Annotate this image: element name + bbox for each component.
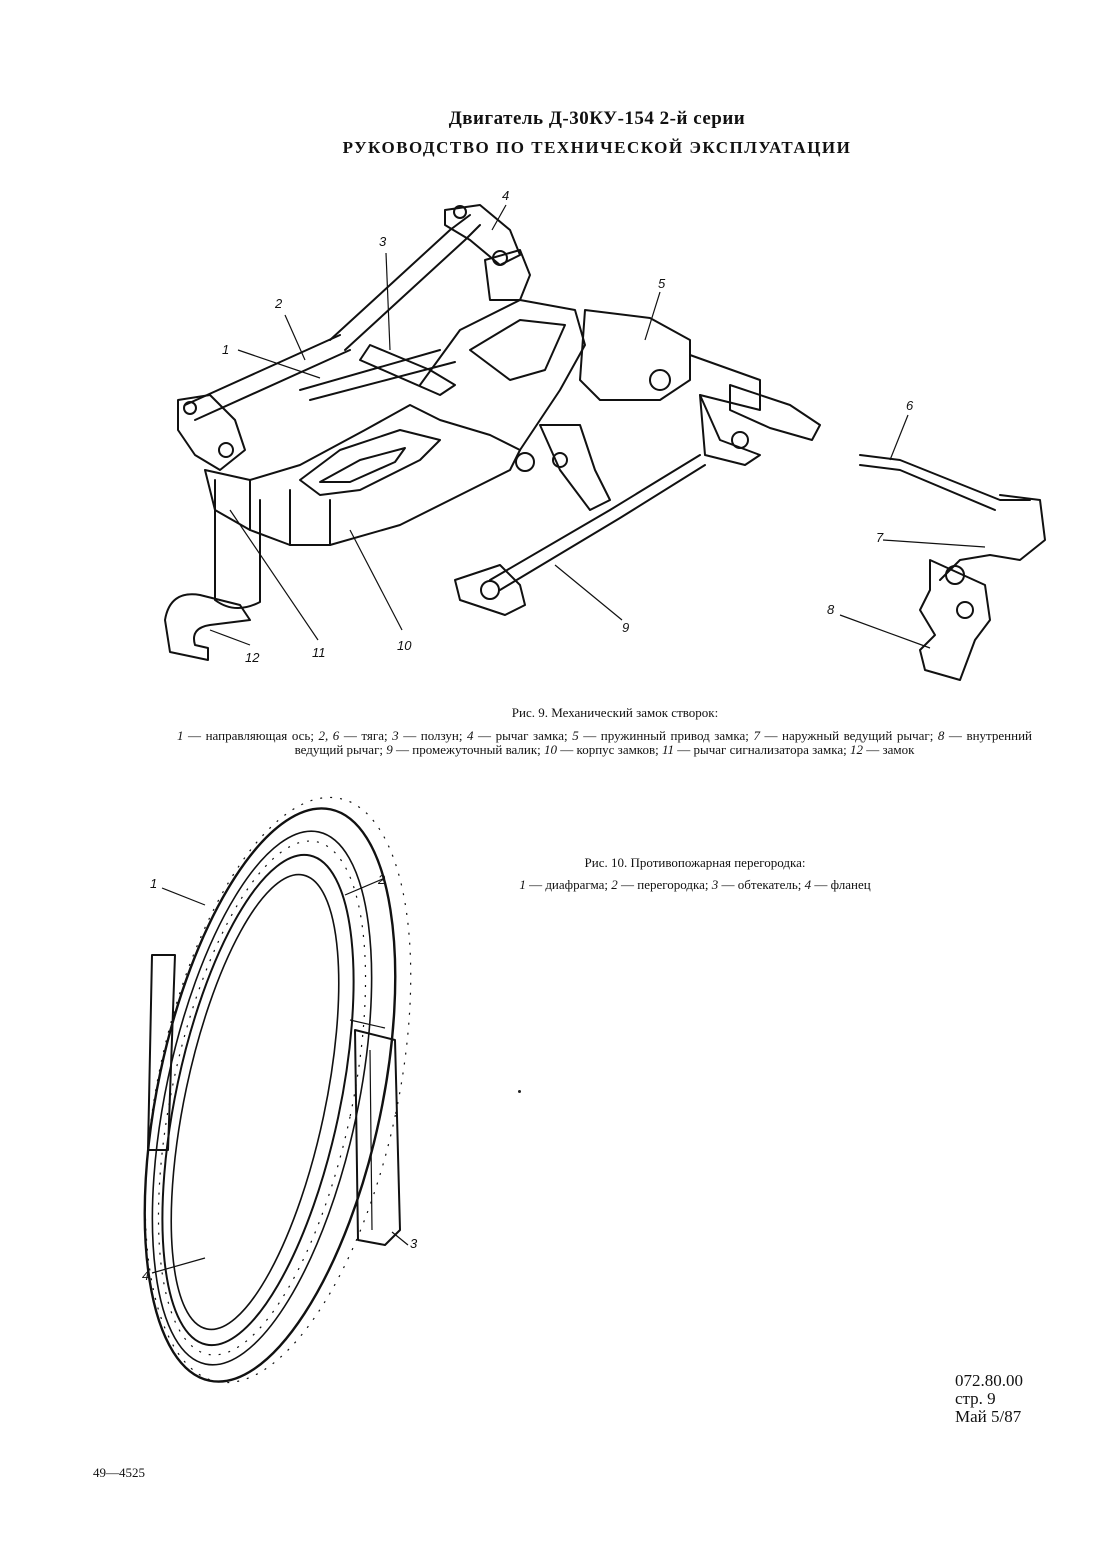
callout-5: 5	[658, 276, 666, 291]
fig9-legend-item: 9 — промежуточный валик;	[386, 742, 545, 757]
callout-10: 10	[397, 638, 412, 653]
figure-9-caption: Рис. 9. Механический замок створок:	[511, 705, 719, 720]
right-linkage-drawing	[859, 454, 1031, 511]
lock-housing-drawing	[204, 404, 521, 546]
fig9-legend-item: 1 — направляющая ось;	[177, 728, 319, 743]
fig9-legend-number: 2, 6	[318, 728, 340, 743]
intermediate-shaft-drawing	[489, 454, 706, 591]
fig9-legend-number: 1	[177, 728, 184, 743]
fig10-callout-4: 4	[142, 1268, 150, 1283]
figure-10-caption: Рис. 10. Противопожарная перегородка:	[584, 855, 806, 870]
fig10-legend-number: 2	[611, 877, 618, 892]
fig9-legend-item: 5 — пружинный привод замка;	[572, 728, 754, 743]
figure-10-legend: 1 — диафрагма; 2 — перегородка; 3 — обте…	[455, 878, 935, 892]
doc-code: 072.80.00	[955, 1371, 1023, 1390]
callout-11: 11	[312, 645, 326, 660]
fig9-legend-number: 4	[467, 728, 474, 743]
document-title: Двигатель Д-30КУ-154 2-й серии	[448, 108, 746, 129]
fig9-legend-number: 8	[937, 728, 945, 743]
fig10-legend-number: 3	[711, 877, 719, 892]
callout-1: 1	[222, 342, 230, 357]
callout-2: 2	[275, 296, 283, 311]
fig10-legend-item: 3 — обтекатель;	[711, 877, 805, 892]
callout-9: 9	[622, 620, 630, 635]
callout-7: 7	[876, 530, 884, 545]
rod-drawing	[184, 334, 351, 421]
fig10-callout-3: 3	[410, 1236, 418, 1251]
callout-3: 3	[379, 234, 387, 249]
fig9-legend-item: 7 — наружный ведущий рычаг;	[753, 728, 938, 743]
callout-12: 12	[245, 650, 260, 665]
fig9-legend-item: 2, 6 — тяга;	[318, 728, 393, 743]
fig9-legend-item: 3 — ползун;	[392, 728, 467, 743]
scan-speck	[518, 1090, 521, 1093]
fig9-legend-item: 10 — корпус замков;	[544, 742, 662, 757]
print-code: 49—4525	[93, 1465, 145, 1480]
fig9-legend-number: 9	[386, 742, 393, 757]
document-subtitle: РУКОВОДСТВО ПО ТЕХНИЧЕСКОЙ ЭКСПЛУАТАЦИИ	[342, 138, 852, 157]
fig9-legend-number: 5	[572, 728, 579, 743]
fig9-legend-item: 8 — внутренний ведущий рычаг;	[294, 728, 1032, 757]
fig9-legend-number: 10	[544, 742, 558, 757]
page-info-block: 072.80.00 стр. 9 Май 5/87	[955, 1372, 1023, 1426]
fig10-legend-number: 4	[804, 877, 812, 892]
fig9-legend-number: 3	[392, 728, 399, 743]
fairing-drawing	[354, 1029, 401, 1246]
fig10-legend-number: 1	[519, 877, 526, 892]
revision-date: Май 5/87	[955, 1407, 1022, 1426]
fig10-legend-item: 2 — перегородка;	[611, 877, 712, 892]
lock-cylinder-drawing	[214, 479, 261, 609]
fig9-legend-number: 11	[661, 742, 675, 757]
fig9-legend-number: 7	[753, 728, 760, 743]
fig9-legend-item: 12 — замок	[849, 742, 915, 757]
figure-9-legend: 1 — направляющая ось; 2, 6 — тяга; 3 — п…	[177, 729, 1032, 757]
fig9-legend-item: 11 — рычаг сигнализатора замка;	[661, 742, 850, 757]
callout-6: 6	[906, 398, 914, 413]
callout-4: 4	[502, 188, 510, 203]
spring-actuator-drawing	[579, 309, 691, 401]
fig9-legend-number: 12	[849, 742, 863, 757]
fig10-callout-2: 2	[378, 872, 386, 887]
fig10-legend-item: 1 — диафрагма;	[519, 877, 612, 892]
fig10-legend-item: 4 — фланец	[804, 877, 871, 892]
figure-9-drawing	[164, 204, 1046, 681]
fig10-callout-1: 1	[150, 876, 158, 891]
fig9-legend-item: 4 — рычаг замка;	[467, 728, 573, 743]
callout-8: 8	[827, 602, 835, 617]
page-number: стр. 9	[955, 1389, 996, 1408]
